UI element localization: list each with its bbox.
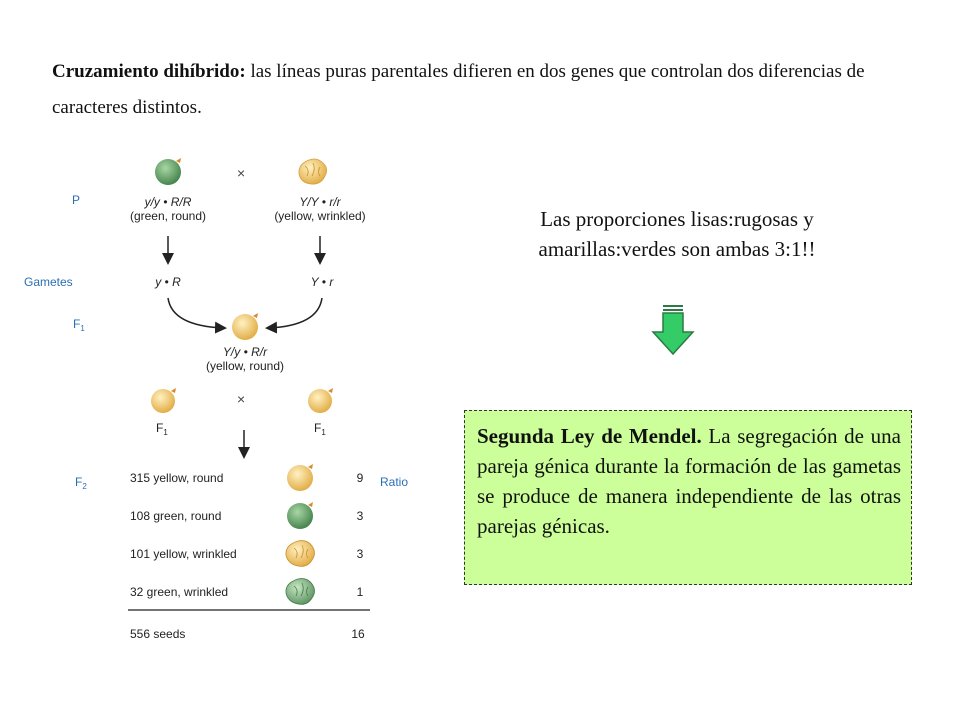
f2-row-ratio: 1 [357,585,364,599]
f2-row-ratio: 3 [357,547,364,561]
arrow-gamete-left [167,297,227,334]
intro-term: Cruzamiento dihíbrido: [52,61,246,82]
f1-genotype: Y/y • R/r [223,345,268,359]
f1-cross-left-seed [151,388,176,413]
f1-cross-right-seed [308,388,333,413]
label-gametes: Gametes [24,275,73,289]
label-f2-sub: 2 [82,482,87,491]
f2-row: 101 yellow, wrinkled 3 [130,540,364,567]
f1-seed [232,313,258,340]
parent-right-seed [298,158,327,185]
f2-row: 315 yellow, round 9 [130,464,364,491]
ratio-header: Ratio [380,475,408,489]
label-f1-sub: 1 [80,324,85,333]
f2-total-ratio: 16 [351,627,365,641]
parent-right-genotype: Y/Y • r/r [299,195,341,209]
f2-row-label: 101 yellow, wrinkled [130,547,237,561]
f1-cross-right-label: F1 [314,421,326,437]
parent-left-seed [155,158,181,185]
parent-right-phenotype: (yellow, wrinkled) [274,209,365,223]
proportions-line-1: Las proporciones lisas:rugosas y [540,207,814,231]
f1-cross-right-sub: 1 [321,428,326,437]
proportions-line-2: amarillas:verdes son ambas 3:1!! [538,237,816,261]
dihybrid-cross-diagram: P Gametes F1 F2 × y/y • R/R (green, roun… [24,158,408,641]
f2-row-label: 315 yellow, round [130,471,223,485]
intro-text: las líneas puras parentales difieren en … [52,61,865,118]
parent-left-genotype: y/y • R/R [144,195,192,209]
f2-row: 108 green, round 3 [130,502,364,529]
f2-total-label: 556 seeds [130,627,185,641]
f1-cross-left-sub: 1 [163,428,168,437]
down-arrow-icon [651,305,695,356]
f2-seed-yellow-wrinkled-icon [285,540,315,567]
f1-cross-right-main: F [314,421,321,435]
f1-cross-left-label: F1 [156,421,168,437]
f2-row-ratio: 9 [357,471,364,485]
f2-row-label: 108 green, round [130,509,221,523]
law-text: La segregación de una pareja génica dura… [477,424,901,538]
cross-symbol-p: × [237,165,245,181]
mendel-second-law-box: Segunda Ley de Mendel. La segregación de… [464,410,912,585]
f2-seed-yellow-round-icon [287,464,313,491]
f2-seed-green-round-icon [287,502,313,529]
f2-row-label: 32 green, wrinkled [130,585,228,599]
f1-phenotype: (yellow, round) [206,359,284,373]
label-f2: F2 [75,475,87,491]
gamete-left: y • R [154,275,181,289]
label-f1-main: F [73,317,80,331]
label-f1: F1 [73,317,85,333]
f2-row: 32 green, wrinkled 1 [130,578,364,605]
f2-seed-green-wrinkled-icon [285,578,315,605]
label-f2-main: F [75,475,82,489]
law-title: Segunda Ley de Mendel. [477,424,702,448]
label-p: P [72,193,80,207]
parent-left-phenotype: (green, round) [130,209,206,223]
cross-symbol-f1: × [237,391,245,407]
gamete-right: Y • r [311,275,335,289]
proportions-statement: Las proporciones lisas:rugosas y amarill… [470,204,884,264]
f2-row-ratio: 3 [357,509,364,523]
intro-paragraph: Cruzamiento dihíbrido: las líneas puras … [52,54,912,126]
f1-cross-left-main: F [156,421,163,435]
arrow-gamete-right [265,297,323,334]
